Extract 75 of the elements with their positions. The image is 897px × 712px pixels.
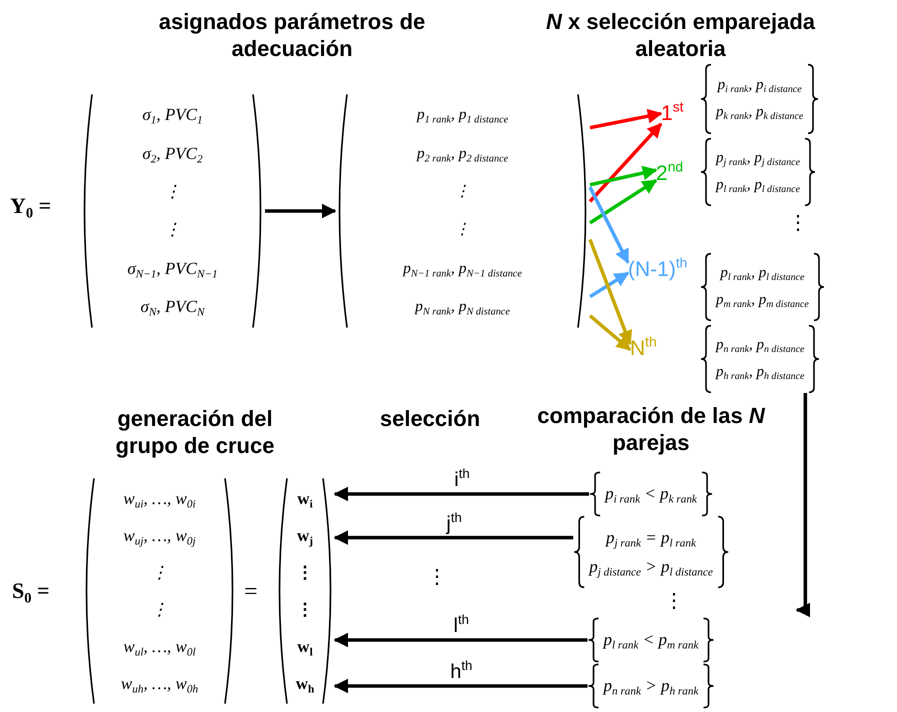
matrix-entry: p$_{N rank}$, p$_{N distance}$ <box>415 298 510 316</box>
matrix-entry: p$_{2 rank}$, p$_{2 distance}$ <box>416 144 508 162</box>
arrow <box>588 314 632 352</box>
ellipsis: ⋮ <box>296 562 314 582</box>
matrix-entry: p$_{j rank}$, p$_{j distance}$ <box>716 150 800 168</box>
section-heading: comparación de las N parejas <box>536 402 766 456</box>
matrix-entry: p$_{j rank}$ = p$_{l rank}$ <box>606 528 696 548</box>
brace-group <box>588 618 714 662</box>
arrow <box>590 108 662 130</box>
arrow <box>796 393 810 618</box>
ordinal-label: (N-1)$^{th}$ <box>628 258 688 282</box>
matrix-entry: p$_{N−1 rank}$, p$_{N−1 distance}$ <box>403 260 522 278</box>
matrix-entry: p$_{j distance}$ > p$_{l distance}$ <box>589 556 713 576</box>
brace-group <box>700 325 820 393</box>
matrix-entry: w$_{i}$ <box>297 488 313 508</box>
matrix-entry: σ$_{2}$, PVC$_{2}$ <box>142 144 203 164</box>
equation-label: S$_{0}$ = <box>12 578 50 604</box>
arrow <box>589 179 658 224</box>
ellipsis: ⋮ <box>788 212 808 232</box>
brace-group <box>700 253 825 321</box>
matrix-entry: σ$_{N−1}$, PVC$_{N−1}$ <box>127 258 218 278</box>
matrix-entry: p$_{1 rank}$, p$_{1 distance}$ <box>416 106 508 124</box>
brace-group <box>700 64 820 134</box>
matrix-entry: p$_{l rank}$ < p$_{m rank}$ <box>604 630 698 650</box>
ellipsis: ⋮ <box>454 182 470 201</box>
matrix-entry: σ$_{1}$, PVC$_{1}$ <box>142 105 203 125</box>
arrow <box>334 632 588 648</box>
ellipsis: ⋮ <box>454 221 470 240</box>
matrix-entry: p$_{l rank}$, p$_{l distance}$ <box>716 176 800 194</box>
matrix-entry: w$_{l}$ <box>297 636 313 656</box>
brace-group <box>588 664 714 708</box>
section-heading: generación del grupo de cruce <box>114 405 276 459</box>
brace-group <box>573 516 729 588</box>
arrow <box>590 166 658 187</box>
section-heading: selección <box>378 405 482 432</box>
matrix-entry: σ$_{N}$, PVC$_{N}$ <box>140 297 204 317</box>
ellipsis: ⋮ <box>164 220 181 240</box>
matrix-entry: w$_{ul}$, …, w$_{0l}$ <box>123 636 196 656</box>
matrix-entry: p$_{n rank}$ > p$_{h rank}$ <box>604 676 698 696</box>
ordinal-label: N$^{th}$ <box>630 337 657 360</box>
section-heading: N x selección emparejada aleatoria <box>544 8 816 62</box>
ellipsis: ⋮ <box>164 182 181 202</box>
arrow <box>588 186 630 264</box>
ellipsis: ⋮ <box>664 590 684 610</box>
ellipsis: ⋮ <box>427 566 447 586</box>
matrix-entry: p$_{k rank}$, p$_{k distance}$ <box>716 104 804 122</box>
equation-label: Y$_{0}$ = <box>10 193 52 220</box>
arrow <box>334 530 574 545</box>
matrix-entry: p$_{h rank}$, p$_{h distance}$ <box>716 364 804 382</box>
ordinal-label: 2$^{nd}$ <box>656 162 684 186</box>
arrow <box>265 204 336 218</box>
edge-label: j$^{th}$ <box>444 512 464 535</box>
brace-group <box>589 472 713 516</box>
ellipsis: ⋮ <box>296 600 314 620</box>
matrix-entry: p$_{i rank}$ < p$_{k rank}$ <box>605 484 697 504</box>
matrix-entry: p$_{m rank}$, p$_{m distance}$ <box>716 292 809 310</box>
ordinal-label: 1$^{st}$ <box>661 102 684 126</box>
matrix-entry: w$_{uh}$, …, w$_{0h}$ <box>120 674 198 694</box>
arrow <box>588 238 632 346</box>
arrow <box>334 486 590 502</box>
matrix-entry: w$_{j}$ <box>296 526 314 546</box>
brace-group <box>700 138 816 206</box>
section-heading: asignados parámetros de adecuación <box>158 8 426 62</box>
matrix-entry: w$_{uj}$, …, w$_{0j}$ <box>123 526 196 546</box>
ellipsis: ⋮ <box>151 600 168 620</box>
matrix-entry: p$_{n rank}$, p$_{n distance}$ <box>716 336 804 354</box>
arrow <box>588 122 662 203</box>
matrix-entry: p$_{l rank}$, p$_{l distance}$ <box>720 264 804 282</box>
equals-sign: = <box>244 580 258 604</box>
matrix-entry: w$_{h}$ <box>296 674 314 694</box>
arrow <box>589 272 630 298</box>
arrow <box>334 678 588 694</box>
matrix-entry: p$_{i rank}$, p$_{i distance}$ <box>718 76 802 94</box>
matrix-entry: w$_{ui}$, …, w$_{0i}$ <box>123 488 196 508</box>
ellipsis: ⋮ <box>151 562 168 582</box>
